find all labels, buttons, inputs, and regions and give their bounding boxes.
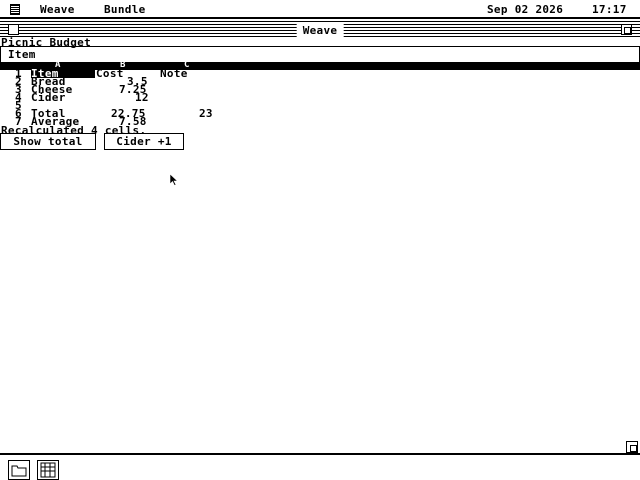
row-number: 1: [15, 67, 22, 80]
cell-d6[interactable]: 23: [199, 107, 213, 120]
cell-a3[interactable]: Cheese: [31, 83, 73, 96]
cell-a6[interactable]: Total: [31, 107, 66, 120]
column-header-c[interactable]: C: [184, 60, 190, 70]
arrow-cursor-icon: [170, 174, 178, 186]
cell-c1[interactable]: Note: [160, 67, 188, 80]
cell-b1[interactable]: Cost: [96, 67, 124, 80]
row-number: 4: [15, 91, 22, 104]
status-message: Recalculated 4 cells.: [1, 124, 147, 137]
menubar-date: Sep 02 2026: [487, 3, 564, 16]
menu-weave[interactable]: Weave: [40, 3, 75, 16]
table-row: 6 Total 22.75 23: [0, 107, 640, 120]
column-header-a[interactable]: A: [55, 60, 61, 70]
cell-a1-selected[interactable]: Item: [31, 68, 95, 79]
column-header-b[interactable]: B: [120, 60, 126, 70]
cell-a7[interactable]: Average: [31, 115, 80, 128]
zoom-box-icon[interactable]: [621, 24, 632, 35]
cell-b2[interactable]: 3.5: [127, 75, 148, 88]
table-row: 5: [0, 99, 640, 112]
show-total-button[interactable]: Show total: [0, 133, 96, 150]
resize-corner-icon[interactable]: [626, 441, 638, 453]
document-title: Picnic Budget: [1, 36, 91, 49]
menu-bundle[interactable]: Bundle: [104, 3, 146, 16]
menubar-time: 17:17: [592, 3, 627, 16]
folder-icon[interactable]: [8, 460, 30, 480]
row-number: 7: [15, 115, 22, 128]
cell-a4[interactable]: Cider: [31, 91, 66, 104]
table-row: 2 Bread 3.5: [0, 75, 640, 88]
table-row: 3 Cheese 7.25: [0, 83, 640, 96]
menu-bar: Weave Bundle Sep 02 2026 17:17: [0, 0, 640, 19]
table-row: 7 Average 7.58: [0, 115, 640, 128]
cell-b4[interactable]: 12: [135, 91, 149, 104]
row-number: 3: [15, 83, 22, 96]
cell-b3[interactable]: 7.25: [119, 83, 147, 96]
close-box-icon[interactable]: [8, 24, 19, 35]
row-number: 2: [15, 75, 22, 88]
cider-plus-one-button[interactable]: Cider +1: [104, 133, 184, 150]
cell-entry-value: Item: [8, 48, 36, 61]
window-title: Weave: [296, 24, 344, 37]
apple-menu-icon[interactable]: [9, 4, 21, 15]
table-row: 1 Item Cost Note: [0, 67, 640, 80]
cell-b7[interactable]: 7.58: [119, 115, 147, 128]
cell-b6[interactable]: 22.75: [111, 107, 146, 120]
grid-app-icon[interactable]: [37, 460, 59, 480]
row-number: 5: [15, 99, 22, 112]
row-number: 6: [15, 107, 22, 120]
cell-a2[interactable]: Bread: [31, 75, 66, 88]
dock-bar: [0, 453, 640, 480]
table-row: 4 Cider 12: [0, 91, 640, 104]
window-title-bar[interactable]: Weave: [0, 21, 640, 37]
cell-entry-field[interactable]: Item: [0, 46, 640, 63]
column-header-bar: A B C: [0, 60, 640, 70]
